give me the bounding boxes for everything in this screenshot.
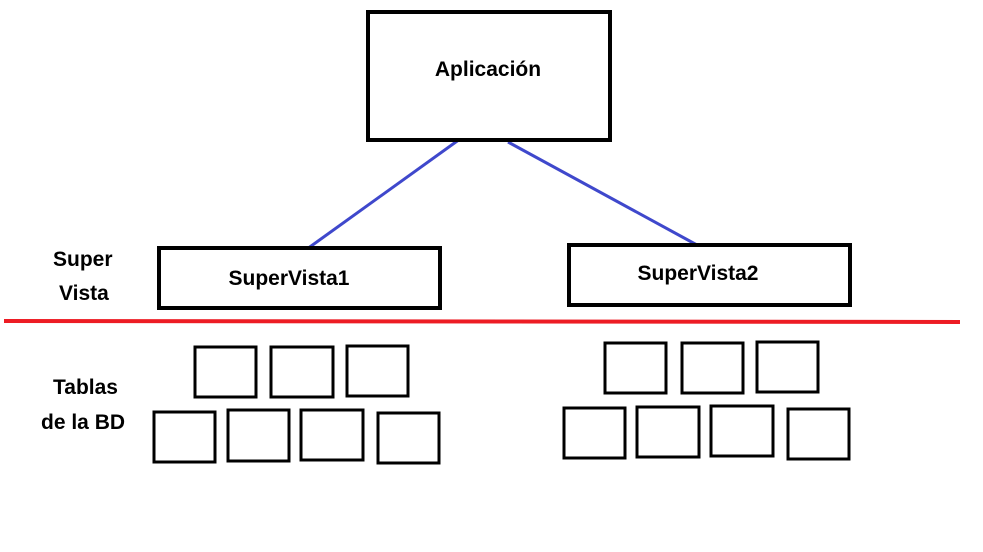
db-table-box <box>269 345 335 399</box>
supervista1-box: SuperVista1 <box>157 246 442 310</box>
tables-group-supervista1 <box>152 344 441 465</box>
db-table-box <box>755 340 820 394</box>
supervista2-label: SuperVista2 <box>637 262 758 285</box>
db-table-box <box>680 341 745 395</box>
db-table-box <box>635 405 701 459</box>
tables-group-supervista2 <box>562 340 851 461</box>
layer-label-tables-line1: Tablas <box>53 376 118 399</box>
db-table-box <box>345 344 410 398</box>
db-table-box <box>709 404 775 458</box>
application-box: Aplicación <box>366 10 612 142</box>
db-table-box <box>376 411 441 465</box>
connector-app-supervista1 <box>306 137 461 251</box>
layer-divider <box>3 319 961 324</box>
db-table-box <box>562 406 627 460</box>
layer-label-super-line2: Vista <box>59 282 109 305</box>
db-table-box <box>152 410 217 464</box>
db-table-box <box>193 345 258 399</box>
db-table-box <box>786 407 851 461</box>
connector-app-supervista2 <box>507 140 698 247</box>
supervista2-box: SuperVista2 <box>567 243 852 307</box>
application-label: Aplicación <box>435 58 541 81</box>
db-table-box <box>226 408 291 463</box>
db-table-box <box>603 341 668 395</box>
supervista1-label: SuperVista1 <box>228 267 349 290</box>
db-table-box <box>299 408 365 462</box>
layer-label-super-line1: Super <box>53 248 113 271</box>
layer-label-tables-line2: de la BD <box>41 411 125 434</box>
